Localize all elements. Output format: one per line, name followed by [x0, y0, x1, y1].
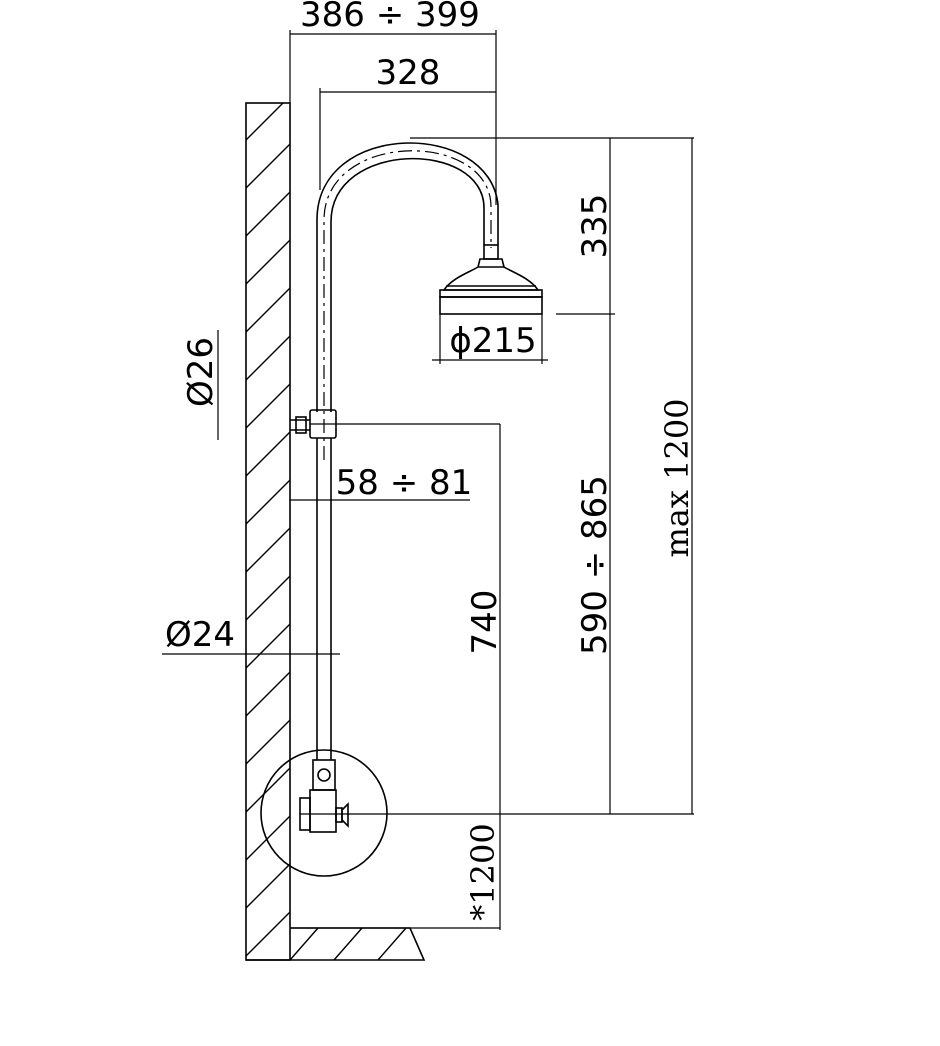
dim-upper-pipe-diameter: Ø26 [181, 330, 221, 440]
wall [245, 102, 291, 961]
dim-max-height: max 1200 [658, 138, 696, 814]
arm-centerline [323, 150, 492, 460]
dim-max-height-label: max 1200 [658, 398, 696, 557]
dim-arm-projection-label: 328 [376, 53, 441, 93]
valve-detail-circle [260, 749, 388, 877]
dim-wall-offset: 58 ÷ 81 [290, 463, 472, 503]
dim-inlet-height: *1200 [464, 823, 502, 920]
dim-lower-pipe-diameter: Ø24 [162, 615, 340, 655]
arm-inner-line [330, 157, 485, 412]
dim-head-diameter-label: ϕ215 [449, 321, 536, 361]
dim-upper-pipe-diameter-label: Ø26 [181, 337, 221, 407]
head-connector [483, 244, 499, 260]
dim-wall-offset-label: 58 ÷ 81 [336, 463, 473, 503]
dim-arm-projection: 328 [319, 53, 496, 190]
floor [246, 927, 426, 961]
floor-outline [246, 927, 426, 961]
dim-arm-drop: 335 [410, 137, 694, 814]
dim-head-diameter: ϕ215 [432, 321, 548, 361]
dim-bracket-height-label: 740 [465, 590, 505, 655]
dim-adjustable-height: 590 ÷ 865 [500, 475, 694, 815]
wall-outline [245, 102, 291, 961]
wall-hatching [245, 102, 291, 957]
valve [299, 759, 500, 833]
dim-adjustable-height-label: 590 ÷ 865 [575, 475, 615, 655]
head-neck [476, 258, 506, 268]
dim-lower-pipe-diameter-label: Ø24 [165, 615, 235, 655]
dim-overall-projection-label: 386 ÷ 399 [300, 0, 480, 35]
dim-bracket-height: 740 [290, 424, 505, 930]
dim-arm-drop-label: 335 [575, 194, 615, 259]
arm-outer-line [316, 142, 499, 412]
dim-inlet-height-label: *1200 [464, 823, 502, 920]
shower-head [439, 266, 543, 364]
wall-bracket [290, 409, 500, 439]
dim-overall-projection: 386 ÷ 399 [289, 0, 497, 205]
floor-hatching [289, 927, 407, 961]
shower-column [260, 142, 543, 877]
